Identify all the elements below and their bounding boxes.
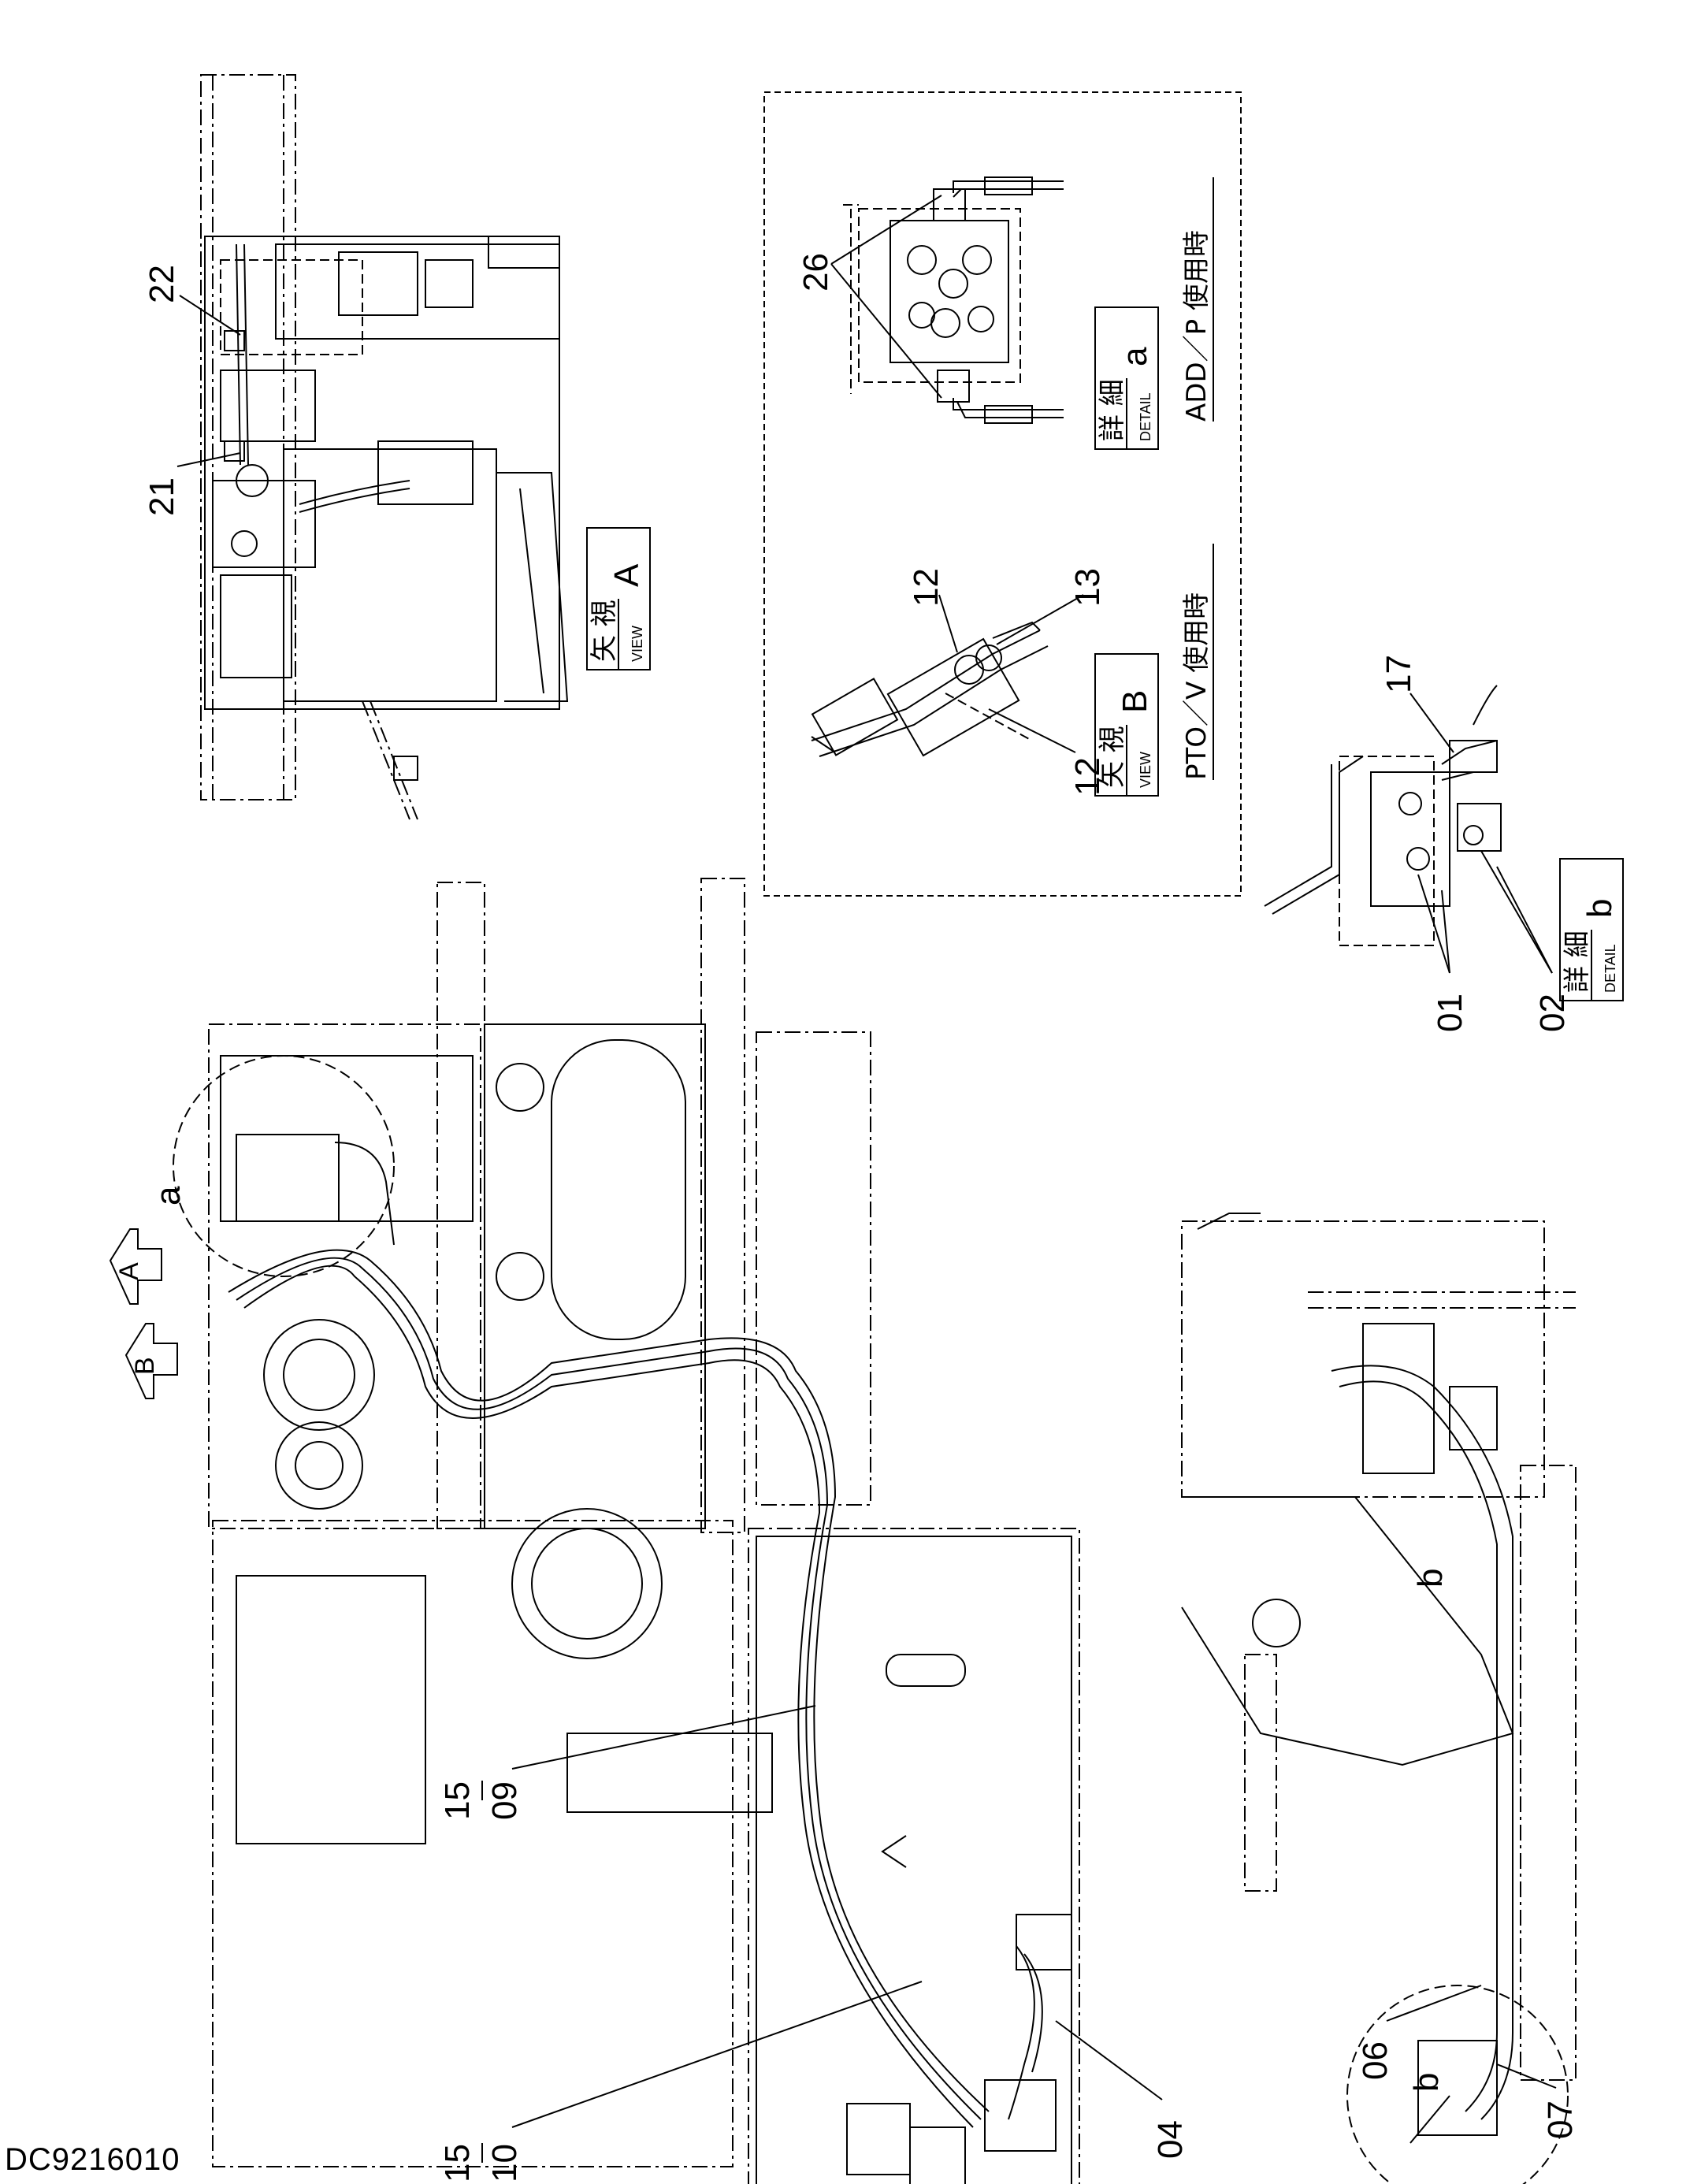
callout-07: 07 [1541,2100,1580,2139]
detail-a-circle [173,1055,395,1277]
callout-17: 17 [1380,655,1418,693]
callout-15-10-top: 15 [438,2144,477,2182]
detail-b-label: 詳 細 DETAIL b [1559,858,1624,1001]
marker-b-side: b [1411,1569,1450,1588]
callout-06: 06 [1356,2041,1395,2080]
view-b-letter: B [1116,690,1154,713]
detail-a-kanji: 詳 細 [1097,379,1128,441]
detail-a-letter: a [1116,347,1154,366]
view-b-caption-text: PTO／V 使用時 [1181,592,1213,780]
main-frame-drawing [208,878,1080,2184]
callout-12-top: 12 [907,568,945,607]
detail-a-label: 詳 細 DETAIL a [1094,306,1159,450]
marker-a: a [149,1186,188,1205]
callout-12-bottom: 12 [1068,757,1107,796]
detail-a-caption-text: ADD／P 使用時 [1181,230,1213,422]
view-a-word: VIEW [630,626,645,662]
callout-02: 02 [1533,994,1572,1032]
detail-b-word: DETAIL [1603,944,1618,993]
view-b-caption: PTO／V 使用時 [1181,544,1214,780]
callout-04: 04 [1151,2120,1190,2159]
detail-b-drawing [1264,685,1502,946]
view-b-arrow-icon [124,1323,178,1399]
detail-a-drawing [843,176,1064,424]
drawing-code: DC9216010 [5,2142,180,2177]
callout-15-09-bottom: 09 [485,1781,524,1820]
detail-frame [763,91,1242,897]
view-b-kanji: 矢 視 [1097,726,1128,788]
side-view-drawing [1181,1213,1577,2184]
view-b-drawing [811,621,1049,757]
detail-a-valve [236,1134,340,1222]
view-b-label: 矢 視 VIEW B [1094,653,1159,797]
view-a-arrow-icon [109,1228,162,1305]
view-a-label: 矢 視 VIEW A [586,527,651,670]
detail-a-caption: ADD／P 使用時 [1181,177,1214,422]
leader-lines [176,195,1557,2128]
detail-a-word: DETAIL [1138,392,1153,441]
marker-b: b [1407,2073,1446,2092]
hose-routing [228,1249,1072,2152]
callout-26: 26 [797,253,835,292]
view-a-letter: A [607,563,646,587]
view-a-kanji: 矢 視 [589,600,620,662]
arrow-a-letter: A [114,1262,144,1280]
callout-01: 01 [1431,994,1469,1032]
view-a-drawing [200,74,569,820]
detail-b-letter: b [1580,899,1619,918]
arrow-b-letter: B [130,1357,160,1375]
callout-21: 21 [143,477,181,516]
callout-15-10-bottom: 10 [485,2144,524,2182]
detail-b-kanji: 詳 細 [1562,930,1593,993]
callout-22: 22 [143,265,181,303]
detail-a-hose [334,1142,395,1246]
callout-15-09-top: 15 [438,1781,477,1820]
view-b-word: VIEW [1138,752,1153,788]
callout-13: 13 [1068,568,1107,607]
